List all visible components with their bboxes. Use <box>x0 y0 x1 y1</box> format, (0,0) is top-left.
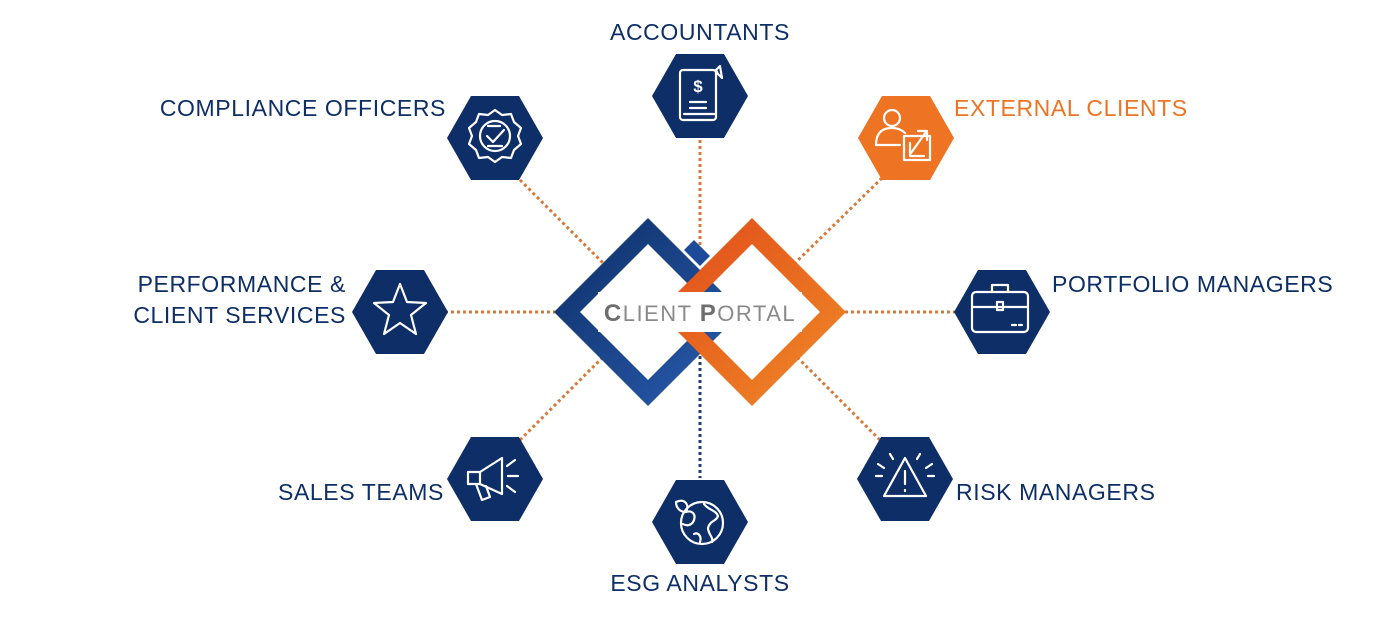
hexagon <box>447 437 543 521</box>
node-risk-managers[interactable]: RISK MANAGERS <box>857 437 1156 521</box>
connector-sales-teams <box>518 354 606 442</box>
hexagon <box>652 54 748 138</box>
hexagon <box>652 480 748 564</box>
node-accountants[interactable]: ACCOUNTANTS $ <box>610 19 790 138</box>
node-label: RISK MANAGERS <box>956 479 1156 505</box>
node-label: ACCOUNTANTS <box>610 19 790 45</box>
hexagon <box>954 270 1050 354</box>
portal-orange-diamond <box>658 218 846 406</box>
node-sales-teams[interactable]: SALES TEAMS <box>278 437 543 521</box>
node-compliance-officers[interactable]: COMPLIANCE OFFICERS <box>160 95 543 180</box>
briefcase-icon <box>970 283 1030 334</box>
portal-blue-diamond <box>554 218 742 406</box>
node-label: ESG ANALYSTS <box>610 570 789 596</box>
node-portfolio-managers[interactable]: PORTFOLIO MANAGERS <box>954 270 1333 354</box>
svg-text:$: $ <box>693 77 703 96</box>
hexagon <box>352 270 448 354</box>
node-label-line2: CLIENT SERVICES <box>133 302 346 328</box>
hexagon <box>447 96 543 180</box>
node-performance-client-services[interactable]: PERFORMANCE & CLIENT SERVICES <box>133 270 448 354</box>
connectors <box>445 140 958 478</box>
globe-leaf-icon <box>674 499 725 546</box>
connector-risk-managers <box>794 354 882 442</box>
connector-external-clients <box>788 176 884 270</box>
portal-weave-overlap <box>684 240 710 266</box>
connector-compliance-officers <box>518 178 606 266</box>
node-label: SALES TEAMS <box>278 479 444 505</box>
user-share-icon <box>874 108 932 162</box>
node-external-clients[interactable]: EXTERNAL CLIENTS <box>858 95 1188 180</box>
warning-icon <box>874 452 936 498</box>
node-label-line1: PERFORMANCE & <box>138 271 346 297</box>
node-label: PORTFOLIO MANAGERS <box>1052 271 1333 297</box>
star-icon <box>372 282 428 336</box>
node-esg-analysts[interactable]: ESG ANALYSTS <box>610 480 789 596</box>
client-portal-logo: CLIENT PORTAL <box>554 218 846 406</box>
node-label: COMPLIANCE OFFICERS <box>160 95 446 121</box>
hexagon <box>858 96 954 180</box>
certified-badge-icon <box>467 108 523 164</box>
node-label: EXTERNAL CLIENTS <box>954 95 1188 121</box>
megaphone-icon <box>466 456 520 502</box>
book-dollar-icon <box>678 64 724 122</box>
portal-title: CLIENT PORTAL <box>604 300 796 327</box>
